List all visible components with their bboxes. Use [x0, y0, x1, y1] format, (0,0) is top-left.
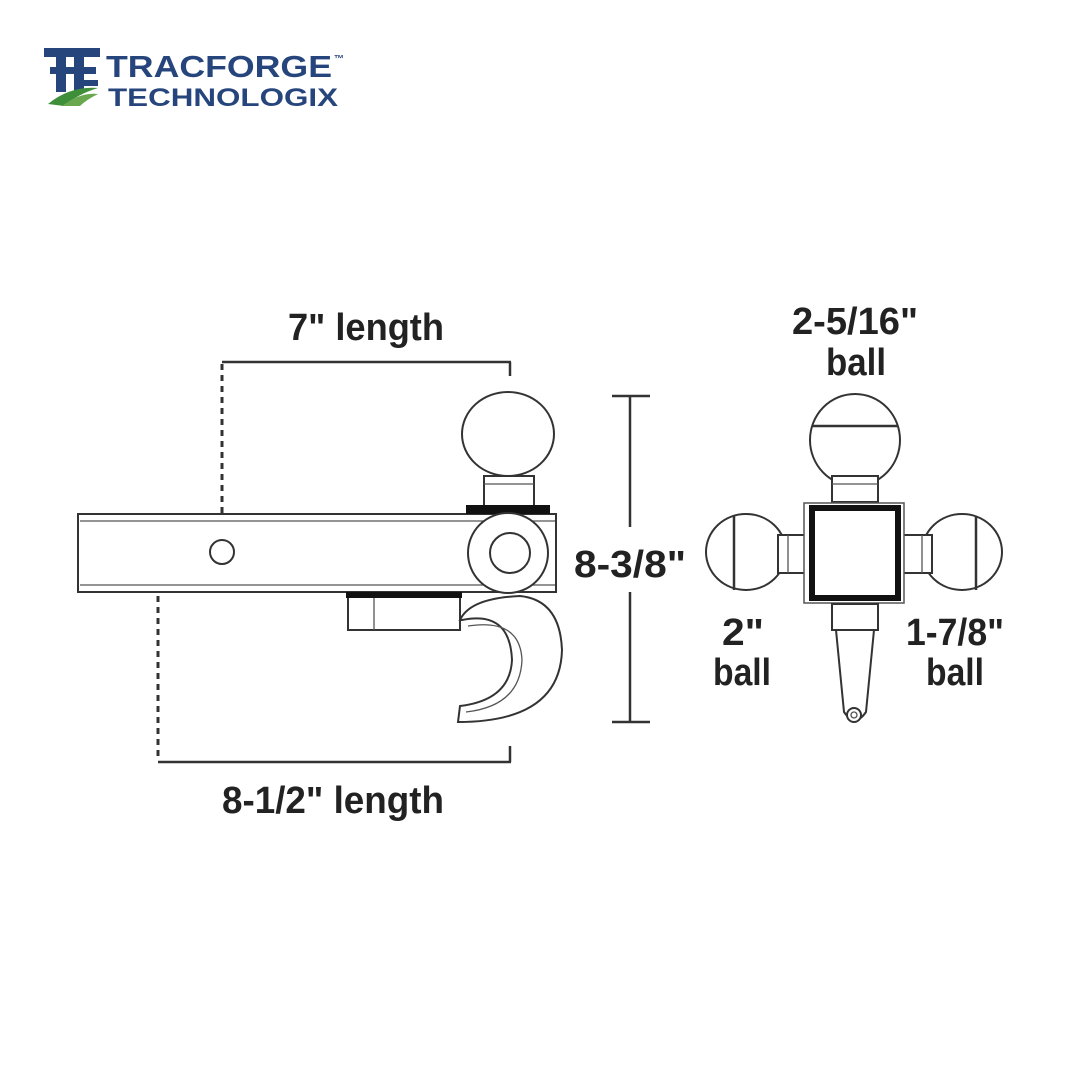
logo-line2: TECHNOLOGIX: [108, 84, 338, 112]
side-view: 7" length: [77, 307, 686, 822]
left-ball-size: 2": [722, 612, 764, 654]
side-pivot: [467, 512, 549, 594]
top-length-dimension: [220, 360, 512, 540]
front-view: 2-5/16" ball 2: [705, 301, 1004, 723]
pin-hole: [209, 539, 235, 565]
left-ball-word: ball: [713, 652, 771, 694]
front-top-ball: [809, 393, 901, 503]
right-ball-size: 1-7/8": [906, 612, 1004, 654]
side-ball: [461, 391, 555, 514]
logo-mark: [44, 48, 100, 106]
logo-trademark: ™: [334, 54, 344, 65]
front-stem: [831, 603, 879, 723]
logo-line1: TRACFORGE: [106, 49, 332, 84]
front-right-ball: [901, 513, 1003, 591]
bottom-length-dimension: [156, 596, 512, 764]
top-ball-word: ball: [826, 342, 886, 384]
brand-logo: TRACFORGE ™ TECHNOLOGIX: [44, 48, 344, 112]
bottom-length-label: 8-1/2" length: [222, 780, 444, 822]
front-body: [803, 502, 905, 604]
height-label: 8-3/8": [574, 544, 686, 586]
height-dimension: [612, 394, 650, 724]
right-ball-word: ball: [926, 652, 984, 694]
side-hook: [346, 592, 564, 724]
top-ball-size: 2-5/16": [792, 301, 918, 343]
front-left-ball: [705, 513, 809, 591]
top-length-label: 7" length: [288, 307, 444, 349]
